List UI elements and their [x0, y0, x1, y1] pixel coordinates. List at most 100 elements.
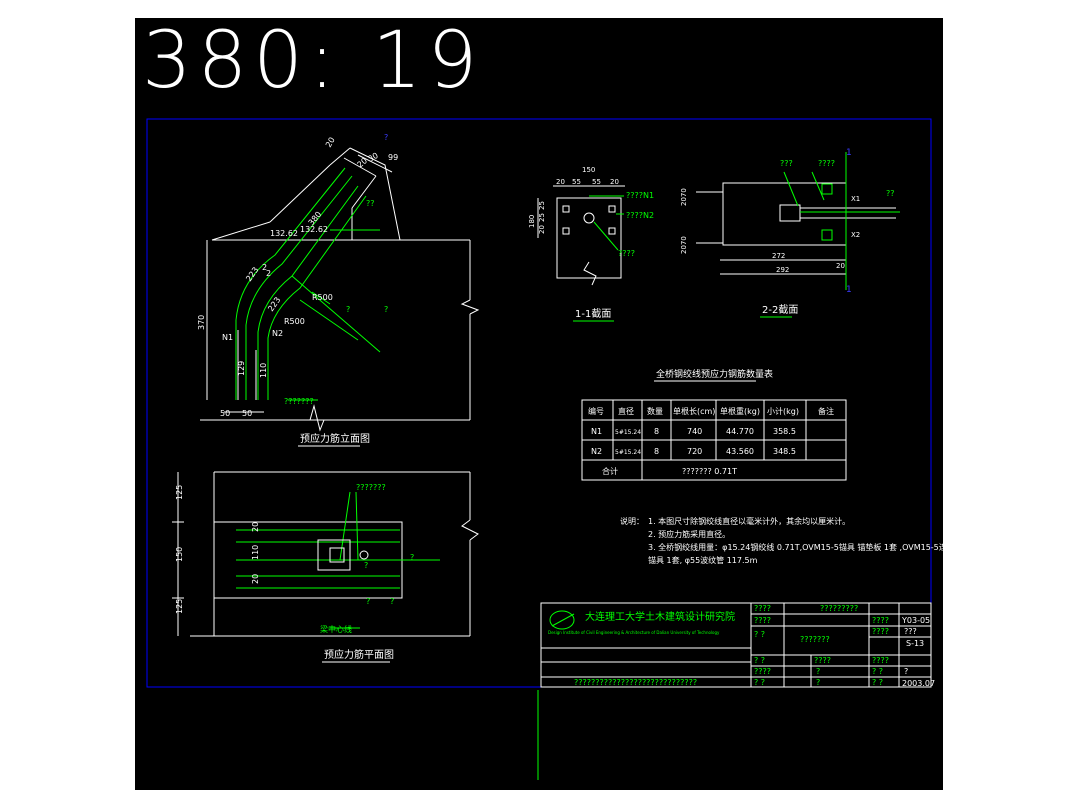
elevation-tendons	[235, 167, 381, 401]
s2-label-x2: X2	[851, 231, 860, 239]
table-total-row: 合计 ??????? 0.71T	[602, 466, 737, 476]
s1-dim-150: 150	[582, 166, 595, 174]
dim-2b: 2	[262, 263, 267, 272]
plan-dim-125a: 125	[175, 485, 184, 500]
table-row: N1 5#15.24 8 740 44.770 358.5	[591, 427, 796, 436]
dim-50b: 50	[242, 409, 252, 418]
s1-dim-180: 180	[528, 215, 536, 228]
s1-dim-55a: 55	[572, 178, 581, 186]
plan-dim-20b: 20	[251, 574, 260, 584]
th-id: 编号	[588, 406, 604, 416]
tb-cell-b2: ???????	[800, 635, 830, 644]
dim-110: 110	[259, 363, 268, 378]
elev-q1: ?	[346, 305, 350, 314]
quantity-table	[581, 399, 847, 481]
td: 43.560	[726, 447, 754, 456]
s1-dim-25a: 25	[538, 201, 546, 210]
s1-dim-25b: 25	[538, 213, 546, 222]
tb-cell-d2: ???	[904, 627, 917, 636]
section-2-2-labels: ??? ???? ??	[780, 159, 895, 198]
dim-r500: R500	[312, 293, 333, 302]
tb-cell-d5: 2003.07	[902, 679, 935, 688]
td: 5#15.24	[615, 449, 641, 456]
section-1-1-leaders	[573, 195, 624, 322]
elevation-view	[200, 147, 480, 432]
plan-dim-125b: 125	[175, 599, 184, 614]
institute-name: 大连理工大学土木建筑设计研究院	[585, 610, 735, 623]
s1-label-n1: ????N1	[626, 191, 654, 200]
dim-223a: 223	[244, 265, 260, 283]
td: 5#15.24	[615, 429, 641, 436]
plan-anchor	[317, 539, 369, 571]
elevation-dims-text: 20 30 20 99 132.62 132.62 380 370 129 11…	[197, 136, 398, 418]
th-diameter: 直径	[618, 406, 634, 416]
td: 720	[687, 447, 702, 456]
s2-dim-2070b: 2070	[680, 236, 688, 254]
drawing-viewport[interactable]	[135, 18, 943, 790]
dim-50a: 50	[220, 409, 230, 418]
section-2-2-text: 2070 2070 272 292 20 X1 X2	[680, 188, 860, 274]
tb-cell-d4: ?	[904, 667, 908, 676]
tb-cell-c4: ? ?	[872, 667, 883, 676]
dim-r500b: R500	[284, 317, 305, 326]
section-2-2	[696, 182, 896, 275]
tb-cell-a4: ? ?	[754, 656, 765, 665]
notes-heading: 说明：	[620, 516, 644, 526]
tb-cell-a5: ????	[754, 667, 771, 676]
s2-mark-2: 1	[846, 285, 852, 295]
td: 740	[687, 427, 702, 436]
tb-cell-b4: ?	[816, 667, 820, 676]
elev-q2: ?	[384, 305, 388, 314]
plan-q2: ?	[364, 561, 368, 570]
dim-132a: 132.62	[270, 229, 298, 238]
elev-q3: ??	[366, 199, 375, 208]
elevation-labels-green: ? ? ?? ??????? ?	[284, 133, 388, 406]
s1-dim-55b: 55	[592, 178, 601, 186]
s2-dim-292: 292	[776, 266, 789, 274]
s2-dim-20: 20	[836, 262, 845, 270]
tb-cell-b1: ?????????	[820, 604, 858, 613]
section-1-1-labels: ????N1 ????N2 ????	[618, 191, 654, 258]
s1-label-q: ????	[618, 249, 635, 258]
s2-dim-272: 272	[772, 252, 785, 260]
dim-370: 370	[197, 315, 206, 330]
plan-labels-green: ??????? ? ? ? ? 梁中心线	[320, 483, 414, 634]
dim-20a: 20	[324, 136, 337, 149]
section-1-1	[537, 185, 625, 286]
notes: 说明： 1. 本图尺寸除钢绞线直径以毫米计外，其余均以厘米计。 2. 预应力筋采…	[620, 516, 963, 565]
section1-title: 1-1截面	[575, 307, 611, 320]
note-line: 2. 预应力筋采用直径。	[648, 529, 730, 539]
plan-q4: ?	[390, 597, 394, 606]
tb-cell-d3: S-13	[906, 639, 924, 648]
overlay-title: 380: 19	[142, 16, 484, 106]
td: N2	[591, 447, 602, 456]
section-2-2-green	[760, 152, 900, 318]
plan-q3: ?	[366, 597, 370, 606]
s2-label-q3: ??	[886, 189, 895, 198]
table-header: 编号 直径 数量 单根长(cm) 单根重(kg) 小计(kg) 备注	[588, 406, 834, 416]
td: 8	[654, 427, 659, 436]
tb-cell-c1: ????	[872, 616, 889, 625]
tb-cell-a3: ? ?	[754, 630, 765, 639]
plan-view	[172, 471, 479, 637]
elevation-title: 预应力筋立面图	[300, 432, 370, 445]
plan-dim-20a: 20	[251, 522, 260, 532]
section-2-2-marks: 1 1	[846, 148, 852, 295]
dim-132b: 132.62	[300, 225, 328, 234]
td: 358.5	[773, 427, 796, 436]
th-weight: 单根重(kg)	[720, 406, 760, 416]
td-total-value: ??????? 0.71T	[682, 467, 737, 476]
drawing-frame	[146, 118, 932, 688]
th-length: 单根长(cm)	[673, 406, 715, 416]
plan-dim-110: 110	[251, 545, 260, 560]
label-n2: N2	[272, 329, 283, 338]
section-1-1-text: 150 20 55 55 20 180 25 25 20	[528, 166, 619, 234]
s2-label-x1: X1	[851, 195, 860, 203]
td: 348.5	[773, 447, 796, 456]
dim-129: 129	[237, 361, 246, 376]
title-block-text: 大连理工大学土木建筑设计研究院 Design Institute of Civi…	[548, 604, 889, 687]
tb-cell-c3: ????	[872, 656, 889, 665]
table-title: 全桥钢绞线预应力钢筋数量表	[656, 368, 773, 380]
tb-cell-c2: ????	[872, 627, 889, 636]
